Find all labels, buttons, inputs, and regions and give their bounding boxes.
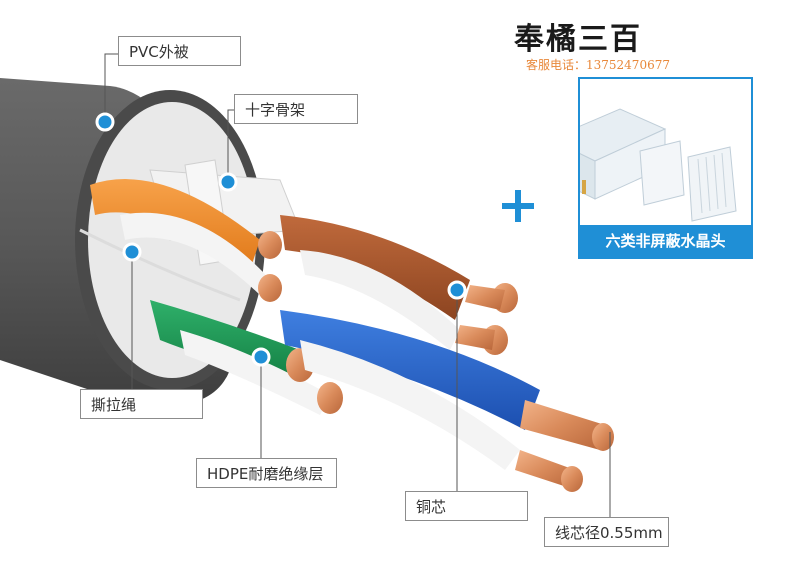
label-rip-cord: 撕拉绳 xyxy=(80,389,203,419)
brown-pair xyxy=(280,215,518,355)
product-caption: 六类非屏蔽水晶头 xyxy=(580,225,751,257)
label-pvc-jacket: PVC外被 xyxy=(118,36,241,66)
marker-copper-icon xyxy=(447,280,467,300)
marker-hdpe-icon xyxy=(251,347,271,367)
marker-dots xyxy=(95,112,467,367)
label-copper-core: 铜芯 xyxy=(405,491,528,521)
marker-separator-icon xyxy=(218,172,238,192)
rj45-connector-image xyxy=(580,108,737,222)
marker-ripcord-icon xyxy=(122,242,142,262)
blue-pair xyxy=(280,310,614,492)
rip-cord xyxy=(79,228,241,302)
label-hdpe-insulation: HDPE耐磨绝缘层 xyxy=(196,458,337,488)
label-cross-separator: 十字骨架 xyxy=(234,94,358,124)
plus-icon xyxy=(502,190,534,222)
phone-number: 客服电话：13752470677 xyxy=(526,58,670,72)
product-card: 六类非屏蔽水晶头 xyxy=(578,77,753,259)
brand-name: 奉橘三百 xyxy=(514,22,642,57)
orange-pair xyxy=(90,179,282,302)
marker-pvc-icon xyxy=(95,112,115,132)
label-core-diameter: 线芯径0.55mm xyxy=(544,517,669,547)
